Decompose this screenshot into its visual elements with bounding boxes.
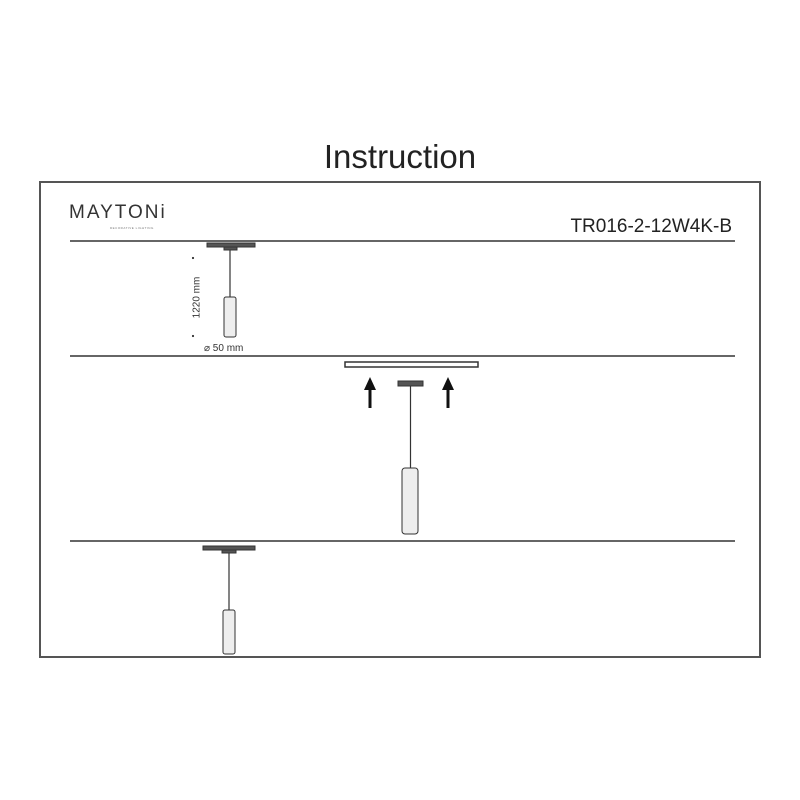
model-number: TR016-2-12W4K-B xyxy=(570,216,732,237)
page-title: Instruction xyxy=(323,138,477,175)
arrow-up-icon xyxy=(442,377,454,408)
brand-tagline: DECORATIVE LIGHTING xyxy=(110,226,154,230)
pendant-lamp-installed xyxy=(202,545,256,655)
track-rail xyxy=(344,361,479,368)
pendant-lamp-attach-step xyxy=(344,361,479,535)
diameter-dimension: ⌀ 50 mm xyxy=(204,343,244,354)
pendant-lamp-dimensions xyxy=(191,242,256,338)
instruction-frame xyxy=(39,181,761,658)
height-dimension: 1220 mm xyxy=(191,276,203,319)
brand-logo: MAYTONi xyxy=(69,202,167,223)
arrow-up-icon xyxy=(364,377,376,408)
